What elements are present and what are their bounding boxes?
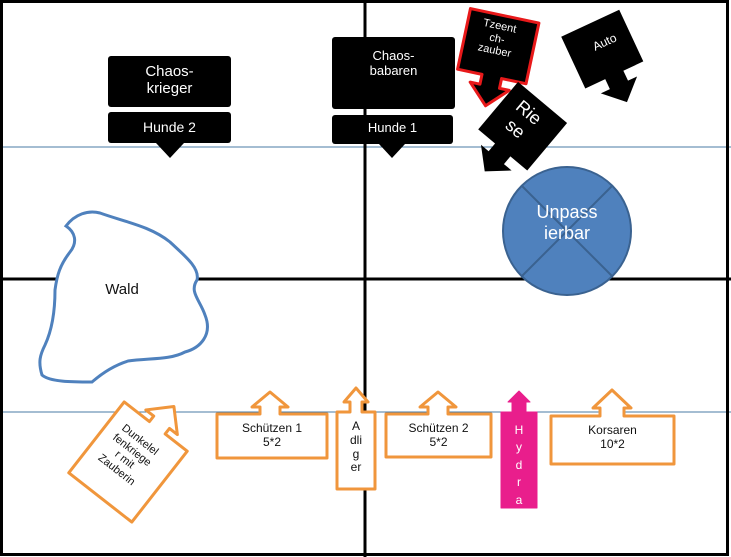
unit-hounds-2[interactable] bbox=[108, 112, 231, 158]
arrow-down-icon bbox=[156, 143, 184, 158]
unit-shooters-1[interactable] bbox=[215, 390, 329, 460]
unit-hydra[interactable] bbox=[500, 390, 538, 509]
unit-chaos-warriors[interactable] bbox=[108, 56, 231, 107]
unit-hounds-1[interactable] bbox=[332, 115, 453, 158]
unit-noble[interactable] bbox=[335, 386, 377, 491]
unit-chaos-barbarians[interactable] bbox=[332, 37, 455, 109]
unit-giant[interactable] bbox=[460, 81, 568, 192]
unit-car[interactable] bbox=[561, 9, 656, 116]
unit-tzeentch-spell[interactable] bbox=[451, 7, 541, 114]
impassable-terrain[interactable] bbox=[502, 166, 632, 296]
arrow-down-icon bbox=[379, 144, 405, 158]
unit-corsairs[interactable] bbox=[549, 388, 676, 466]
unit-shooters-2[interactable] bbox=[384, 390, 493, 459]
forest-outline[interactable] bbox=[38, 210, 209, 384]
unit-dark-elf-warriors[interactable] bbox=[67, 381, 204, 524]
